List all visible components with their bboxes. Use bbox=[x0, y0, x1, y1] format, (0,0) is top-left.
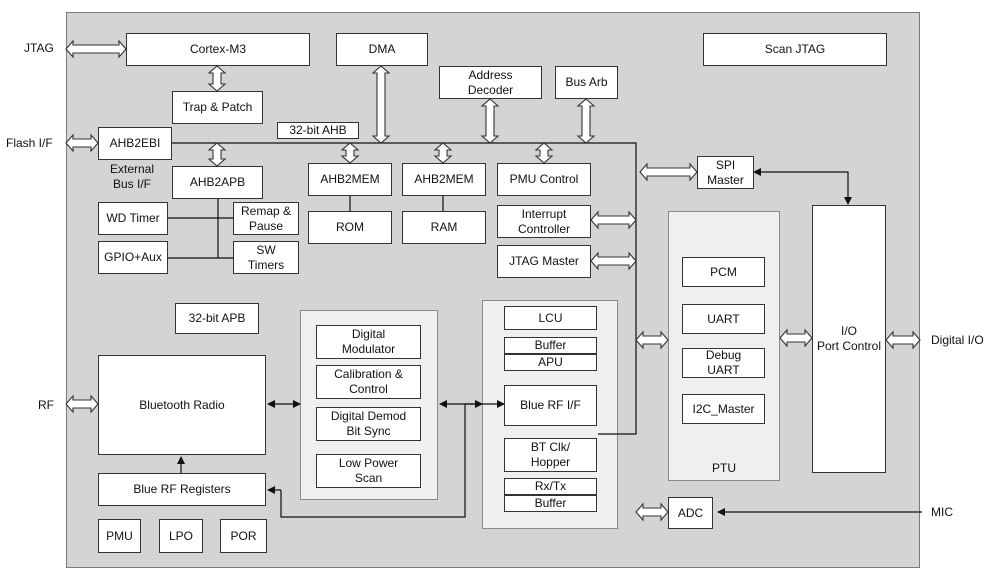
ptu-bus-arrow bbox=[635, 330, 669, 350]
apb-bus-label: 32-bit APB bbox=[175, 303, 259, 334]
digital-io-bus-arrow bbox=[885, 330, 921, 350]
ptu-group bbox=[668, 211, 780, 481]
io-port-control-block: I/O Port Control bbox=[812, 205, 886, 473]
blue-rf-registers-block: Blue RF Registers bbox=[98, 473, 266, 506]
interrupt-bus-arrow bbox=[590, 210, 637, 230]
digital-modulator-block: Digital Modulator bbox=[316, 325, 421, 359]
pmu-control-block: PMU Control bbox=[497, 163, 591, 196]
trap-ahb2apb-bus-arrow bbox=[207, 142, 227, 167]
apu-block: APU bbox=[504, 354, 597, 371]
flash-if-bus-arrow bbox=[65, 133, 99, 153]
lcu-block: LCU bbox=[504, 306, 597, 330]
mic-pin-label: MIC bbox=[931, 505, 953, 519]
wd-timer-block: WD Timer bbox=[98, 202, 168, 235]
ahb-bus-label: 32-bit AHB bbox=[277, 122, 359, 139]
interrupt-controller-block: Interrupt Controller bbox=[497, 205, 591, 238]
blue-rf-if-block: Blue RF I/F bbox=[504, 385, 597, 426]
i2c-master-block: I2C_Master bbox=[682, 394, 765, 424]
digital-io-pin-label: Digital I/O bbox=[931, 333, 984, 347]
pmu-control-bus-arrow bbox=[534, 142, 554, 164]
dma-bus-arrow bbox=[371, 65, 391, 144]
scan-jtag-block: Scan JTAG bbox=[703, 33, 887, 66]
bus-arb-bus-arrow bbox=[576, 98, 596, 144]
dma-block: DMA bbox=[336, 33, 428, 66]
remap-pause-block: Remap & Pause bbox=[233, 202, 299, 235]
low-power-scan-block: Low Power Scan bbox=[316, 454, 421, 488]
jtag-master-bus-arrow bbox=[590, 251, 637, 271]
sw-timers-block: SW Timers bbox=[233, 241, 299, 274]
ahb2mem-ram-block: AHB2MEM bbox=[402, 163, 486, 196]
debug-uart-block: Debug UART bbox=[682, 348, 765, 378]
ptu-label: PTU bbox=[712, 461, 736, 475]
pcm-block: PCM bbox=[682, 257, 765, 287]
adc-block: ADC bbox=[668, 497, 713, 529]
lpo-block: LPO bbox=[159, 519, 203, 553]
ahb2mem-rom-bus-arrow bbox=[340, 142, 360, 164]
cortex-trap-bus-arrow bbox=[207, 65, 227, 92]
digital-demod-block: Digital Demod Bit Sync bbox=[316, 407, 421, 441]
uart-block: UART bbox=[682, 304, 765, 334]
pmu-block: PMU bbox=[98, 519, 141, 553]
jtag-bus-arrow bbox=[65, 39, 127, 59]
address-decoder-bus-arrow bbox=[480, 98, 500, 144]
bus-arb-block: Bus Arb bbox=[555, 66, 618, 99]
address-decoder-block: Address Decoder bbox=[439, 66, 542, 99]
bluetooth-radio-block: Bluetooth Radio bbox=[98, 355, 266, 455]
ahb2mem-rom-block: AHB2MEM bbox=[308, 163, 392, 196]
adc-bus-arrow bbox=[635, 502, 669, 522]
ahb2ebi-block: AHB2EBI bbox=[98, 127, 172, 160]
trap-patch-block: Trap & Patch bbox=[172, 91, 263, 124]
rf-bus-arrow bbox=[65, 394, 99, 414]
external-bus-if-label: External Bus I/F bbox=[109, 162, 155, 191]
rf-pin-label: RF bbox=[38, 398, 54, 412]
rx-tx-block: Rx/Tx bbox=[504, 478, 597, 495]
ptu-io-bus-arrow bbox=[779, 328, 813, 348]
jtag-master-block: JTAG Master bbox=[497, 245, 591, 278]
spi-master-block: SPI Master bbox=[697, 156, 754, 189]
spi-bus-arrow bbox=[639, 162, 698, 182]
ahb2apb-block: AHB2APB bbox=[172, 166, 263, 199]
por-block: POR bbox=[220, 519, 267, 553]
gpio-aux-block: GPIO+Aux bbox=[98, 241, 168, 274]
bus-lines bbox=[168, 142, 922, 518]
rom-block: ROM bbox=[308, 211, 392, 244]
cortex-m3-block: Cortex-M3 bbox=[126, 33, 310, 66]
ahb2mem-ram-bus-arrow bbox=[433, 142, 453, 164]
bt-clk-hopper-block: BT Clk/ Hopper bbox=[504, 438, 597, 472]
ram-block: RAM bbox=[402, 211, 486, 244]
flash-if-pin-label: Flash I/F bbox=[6, 136, 53, 150]
buffer-bottom-block: Buffer bbox=[504, 495, 597, 512]
buffer-top-block: Buffer bbox=[504, 337, 597, 354]
jtag-pin-label: JTAG bbox=[24, 41, 54, 55]
calibration-control-block: Calibration & Control bbox=[316, 365, 421, 399]
